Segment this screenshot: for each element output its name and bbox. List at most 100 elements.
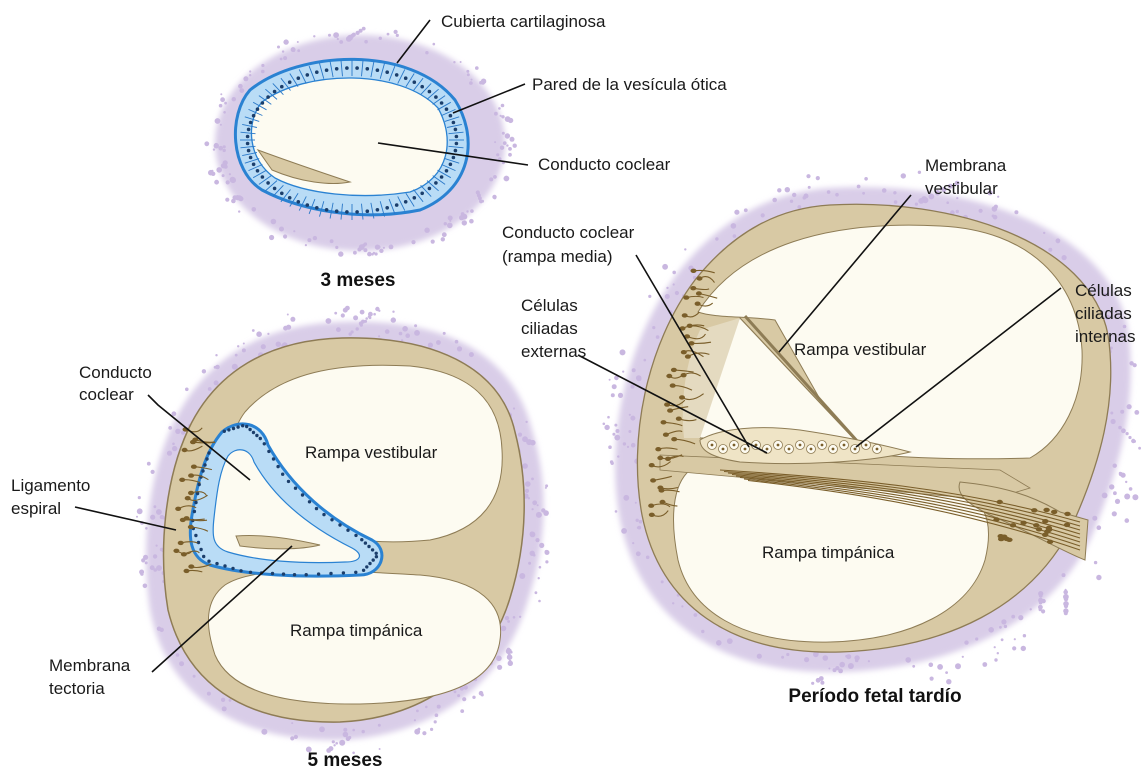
halo-speckle	[150, 565, 155, 570]
halo-speckle	[277, 46, 280, 49]
ligament-cell	[663, 433, 669, 437]
cell-nucleus	[247, 149, 251, 153]
halo-speckle	[467, 73, 470, 76]
halo-speckle	[1134, 410, 1139, 415]
halo-speckle	[328, 34, 331, 37]
halo-speckle	[757, 654, 762, 659]
halo-speckle	[430, 728, 433, 731]
halo-speckle	[510, 137, 515, 142]
halo-speckle	[261, 344, 266, 349]
halo-speckle	[307, 238, 311, 242]
halo-speckle	[143, 584, 148, 589]
halo-speckle	[1014, 638, 1016, 640]
halo-speckle	[727, 638, 733, 644]
halo-speckle	[617, 455, 619, 457]
cell-nucleus	[223, 430, 226, 433]
cell-nucleus	[376, 68, 380, 72]
ligament-cell	[188, 473, 194, 477]
halo-speckle	[526, 439, 532, 445]
halo-speckle	[204, 141, 209, 146]
label-membrana-vestibular-2: vestibular	[925, 179, 998, 198]
halo-speckle	[211, 170, 213, 172]
label-rampa-vestibular-late: Rampa vestibular	[794, 340, 927, 359]
halo-speckle	[335, 742, 338, 745]
cell-nucleus	[266, 95, 270, 99]
halo-speckle	[261, 64, 264, 67]
halo-speckle	[632, 368, 636, 372]
ligament-cell	[650, 478, 656, 482]
halo-speckle	[507, 654, 513, 660]
halo-speckle	[373, 313, 376, 316]
ligament-cell	[685, 354, 691, 358]
ligament-cell	[666, 374, 672, 378]
halo-speckle	[330, 239, 334, 243]
halo-speckle	[378, 310, 380, 312]
halo-speckle	[137, 508, 143, 514]
halo-speckle	[411, 240, 415, 244]
cell-nucleus	[297, 76, 301, 80]
halo-speckle	[460, 61, 462, 63]
halo-speckle	[635, 502, 637, 504]
ganglion-cell	[1010, 523, 1016, 527]
halo-speckle	[391, 317, 396, 322]
cell-nucleus	[330, 518, 333, 521]
halo-speckle	[637, 527, 639, 529]
halo-speckle	[334, 312, 337, 315]
cell-nucleus	[227, 428, 230, 431]
halo-speckle	[531, 478, 534, 481]
halo-speckle	[497, 665, 502, 670]
cell-nucleus	[223, 564, 226, 567]
ganglion-cell	[1043, 508, 1049, 512]
cell-nucleus	[266, 181, 270, 185]
halo-speckle	[457, 694, 460, 697]
halo-speckle	[539, 543, 544, 548]
halo-speckle	[283, 234, 287, 238]
halo-speckle	[1127, 404, 1132, 409]
halo-speckle	[1064, 611, 1068, 615]
halo-speckle	[494, 141, 496, 143]
halo-speckle	[462, 220, 467, 225]
halo-speckle	[379, 37, 382, 40]
halo-speckle	[1096, 575, 1101, 580]
halo-speckle	[1102, 493, 1108, 499]
halo-speckle	[734, 210, 739, 215]
halo-speckle	[525, 421, 527, 423]
halo-speckle	[781, 656, 784, 659]
halo-speckle	[622, 371, 624, 373]
halo-speckle	[535, 591, 538, 594]
halo-speckle	[681, 605, 683, 607]
halo-speckle	[448, 216, 453, 221]
cell-nucleus	[420, 192, 424, 196]
halo-speckle	[220, 97, 225, 102]
halo-speckle	[434, 720, 437, 723]
halo-speckle	[153, 554, 157, 558]
halo-speckle	[532, 500, 537, 505]
halo-speckle	[396, 34, 399, 37]
halo-speckle	[648, 295, 651, 298]
halo-speckle	[229, 699, 232, 702]
halo-speckle	[504, 176, 510, 182]
ligament-cell	[671, 368, 677, 372]
halo-speckle	[545, 560, 548, 563]
halo-speckle	[701, 630, 704, 633]
halo-speckle	[992, 215, 995, 218]
halo-speckle	[694, 613, 698, 617]
cell-nucleus	[325, 208, 329, 212]
ganglion-cell	[1051, 510, 1057, 514]
cell-nucleus	[315, 507, 318, 510]
halo-speckle	[997, 652, 999, 654]
halo-speckle	[1118, 426, 1122, 430]
hair-cell-nucleus	[733, 444, 736, 447]
halo-speckle	[375, 252, 378, 255]
halo-speckle	[454, 690, 457, 693]
cell-nucleus	[434, 95, 438, 99]
halo-speckle	[214, 380, 219, 385]
halo-speckle	[343, 728, 347, 732]
halo-speckle	[249, 70, 251, 72]
halo-speckle	[457, 346, 462, 351]
halo-speckle	[532, 508, 534, 510]
ligament-cell	[188, 564, 194, 568]
halo-speckle	[422, 731, 426, 735]
halo-speckle	[1001, 638, 1004, 641]
halo-speckle	[425, 51, 428, 54]
